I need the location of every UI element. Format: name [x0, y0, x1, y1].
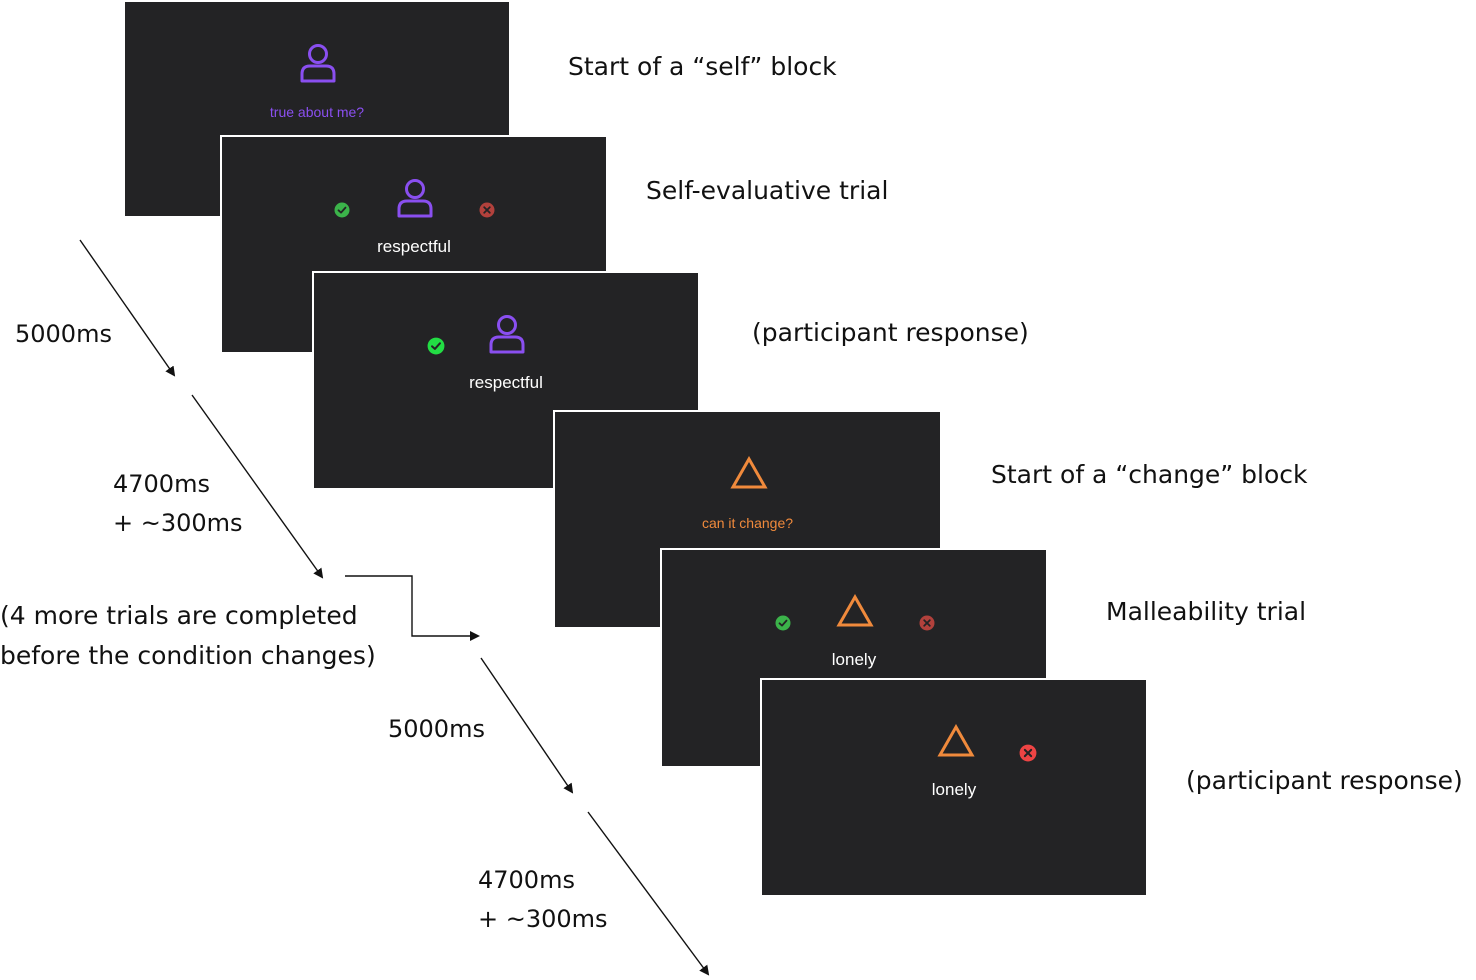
timeline-elbow-arrow — [345, 575, 480, 641]
trait-word: lonely — [931, 780, 977, 799]
self-evaluative-trial-label: Self-evaluative trial — [646, 176, 889, 205]
timing-label-1: 5000ms — [15, 320, 112, 348]
timing-label-4-line1: 4700ms — [478, 866, 575, 894]
triangle-icon — [937, 724, 975, 757]
cross-icon — [479, 202, 495, 218]
timing-label-2: 4700ms + ~300ms — [113, 465, 243, 543]
condition-change-note-line1: (4 more trials are completed — [0, 601, 358, 630]
timing-label-2-line1: 4700ms — [113, 470, 210, 498]
timing-label-3: 5000ms — [388, 715, 485, 743]
timing-label-4: 4700ms + ~300ms — [478, 861, 608, 939]
condition-change-note: (4 more trials are completed before the … — [0, 596, 376, 676]
check-icon — [775, 615, 791, 631]
condition-change-note-line2: before the condition changes) — [0, 641, 376, 670]
change-response-label: (participant response) — [1186, 766, 1463, 795]
change-prompt-text: can it change? — [701, 515, 794, 531]
self-block-start-label: Start of a “self” block — [568, 52, 837, 81]
check-icon — [334, 202, 350, 218]
change-block-start-label: Start of a “change” block — [991, 460, 1308, 489]
malleability-trial-label: Malleability trial — [1106, 597, 1307, 626]
timeline-arrow-2 — [191, 394, 324, 579]
self-prompt-text: true about me? — [269, 104, 365, 120]
cross-icon — [1019, 744, 1037, 762]
timeline-arrow-1 — [79, 239, 176, 377]
person-icon — [489, 315, 525, 354]
trait-word: lonely — [831, 650, 877, 669]
timeline-arrow-3 — [480, 657, 574, 794]
person-icon — [397, 179, 433, 218]
triangle-icon — [730, 456, 768, 489]
timeline-arrow-4 — [587, 811, 710, 976]
trait-word: respectful — [469, 373, 543, 392]
cross-icon — [919, 615, 935, 631]
trait-word: respectful — [377, 237, 451, 256]
timing-label-2-line2: + ~300ms — [113, 509, 243, 537]
change-response-screen: lonely — [760, 678, 1148, 897]
person-icon — [300, 44, 336, 83]
self-response-label: (participant response) — [752, 318, 1029, 347]
timing-label-4-line2: + ~300ms — [478, 905, 608, 933]
check-icon — [427, 337, 445, 355]
triangle-icon — [836, 594, 874, 627]
